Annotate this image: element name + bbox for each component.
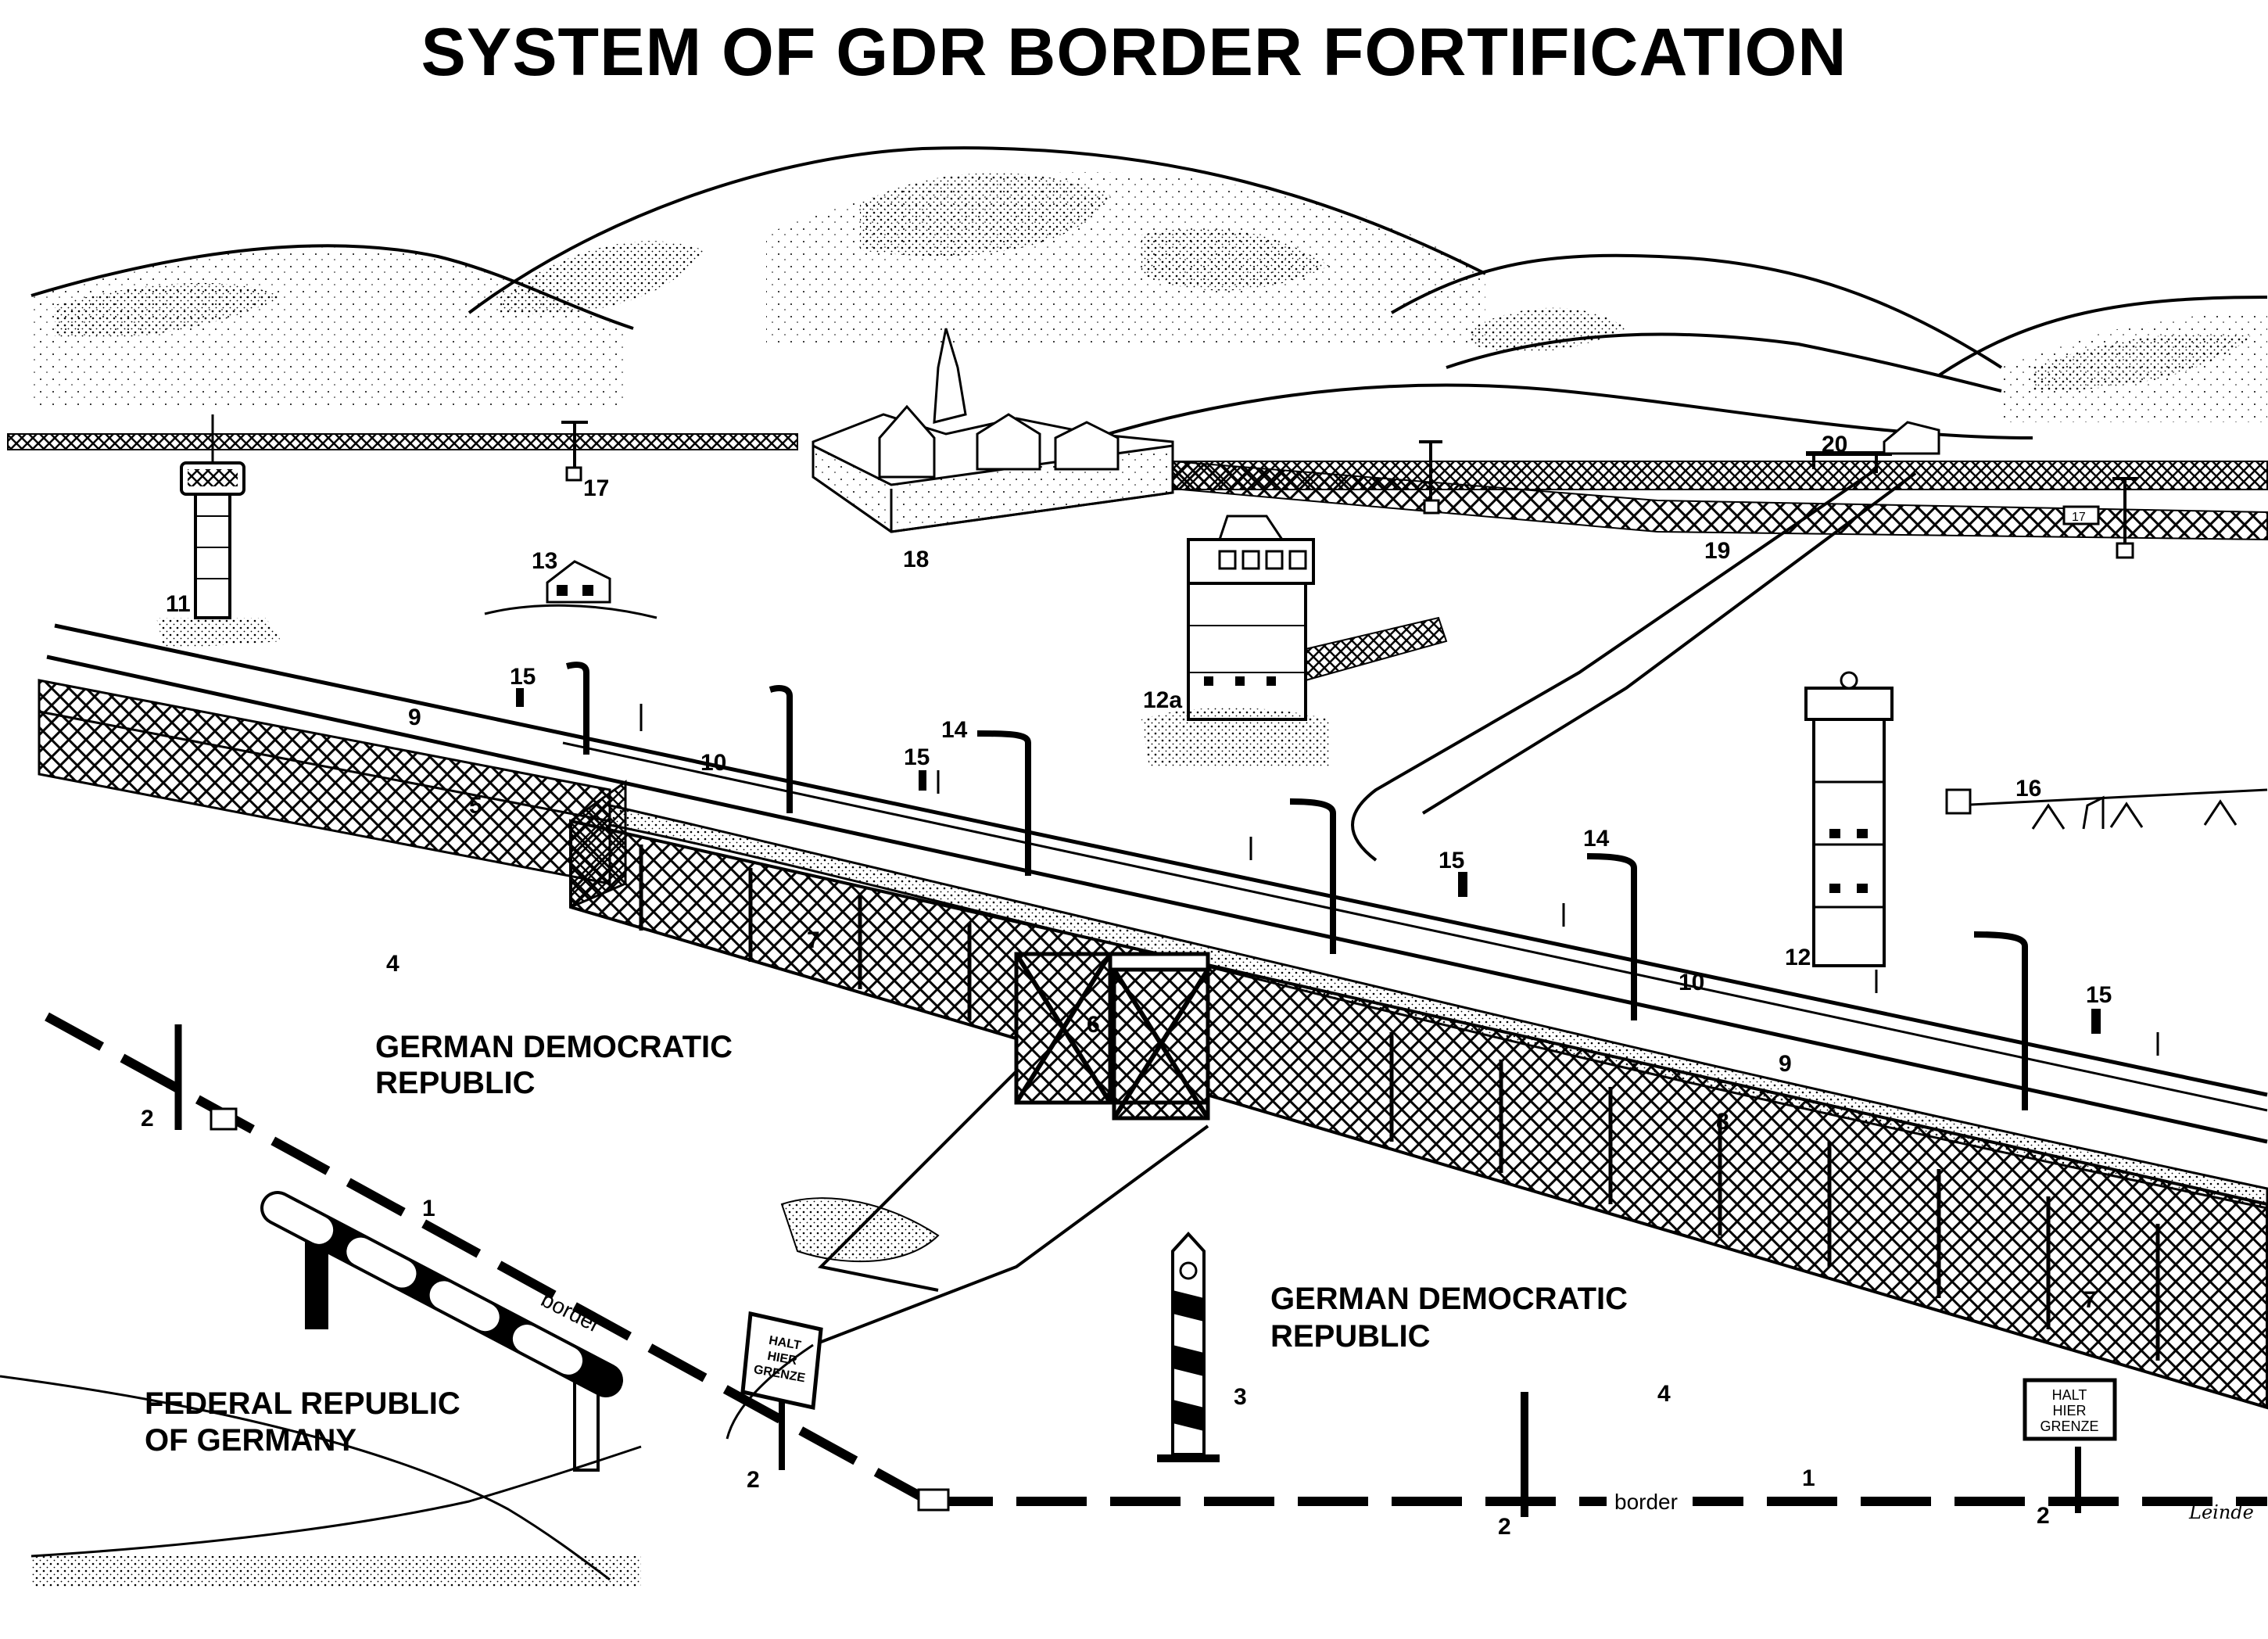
sign-left-line2: HIER xyxy=(766,1350,798,1368)
label-1b: 1 xyxy=(1802,1465,1815,1491)
label-1a: 1 xyxy=(422,1196,435,1221)
halt-sign-right xyxy=(2023,1378,2117,1513)
label-20: 20 xyxy=(1822,432,1847,457)
label-2d: 2 xyxy=(2037,1503,2050,1529)
region-gdr-upper-line1: GERMAN DEMOCRATIC xyxy=(375,1030,733,1064)
sign-right-line3: GRENZE xyxy=(2040,1418,2098,1434)
label-18: 18 xyxy=(903,547,929,572)
sign-left-line1: HALT xyxy=(768,1334,802,1353)
label-12a: 12a xyxy=(1143,687,1182,713)
terrain-lines xyxy=(0,1343,814,1587)
signal-device-17-left xyxy=(561,421,588,482)
border-word-left: border xyxy=(537,1287,604,1337)
border-word-right: border xyxy=(1614,1490,1678,1514)
label-5: 5 xyxy=(469,793,482,819)
label-15c: 15 xyxy=(1439,848,1464,873)
region-gdr-upper-line2: REPUBLIC xyxy=(375,1066,535,1100)
patrol-road xyxy=(46,623,2268,1144)
label-9b: 9 xyxy=(1779,1051,1792,1077)
sign-17-plate: 17 xyxy=(2072,511,2086,524)
label-4b: 4 xyxy=(1657,1381,1671,1407)
page-title: SYSTEM OF GDR BORDER FORTIFICATION xyxy=(421,15,1847,90)
border-line xyxy=(45,1012,2267,1512)
boundary-posts xyxy=(174,1024,1528,1517)
label-10b: 10 xyxy=(1679,970,1704,995)
access-road xyxy=(1351,468,1917,862)
lamps xyxy=(565,662,2028,1110)
region-frg-line2: OF GERMANY xyxy=(145,1423,357,1458)
watchtower-11 xyxy=(156,414,281,649)
label-7b: 7 xyxy=(2083,1287,2097,1313)
hills-background xyxy=(30,146,2268,439)
label-10a: 10 xyxy=(700,750,726,776)
contact-posts xyxy=(516,688,2101,1034)
region-frg-line1: FEDERAL REPUBLIC xyxy=(145,1386,460,1421)
sign-right-line1: HALT xyxy=(2052,1387,2087,1403)
label-2a: 2 xyxy=(141,1106,154,1132)
label-3: 3 xyxy=(1234,1384,1247,1410)
label-6: 6 xyxy=(1087,1012,1100,1038)
label-12: 12 xyxy=(1785,945,1811,970)
region-gdr-lower-line2: REPUBLIC xyxy=(1270,1319,1430,1354)
bunker-13 xyxy=(484,560,657,619)
region-gdr-lower-line1: GERMAN DEMOCRATIC xyxy=(1270,1282,1628,1316)
label-14b: 14 xyxy=(1583,826,1610,852)
frg-barrier xyxy=(260,1191,623,1472)
signal-device-17-middle xyxy=(1419,440,1442,515)
label-2b: 2 xyxy=(747,1467,760,1493)
label-14a: 14 xyxy=(941,717,968,743)
label-16: 16 xyxy=(2015,776,2041,802)
hinterland-fence xyxy=(7,433,2268,541)
watchtower-12 xyxy=(1804,671,1894,967)
vehicle-ditch xyxy=(608,804,2268,1210)
signal-device-17-right xyxy=(2062,477,2137,559)
label-7a: 7 xyxy=(807,927,820,953)
label-2c: 2 xyxy=(1498,1514,1511,1540)
checkpoint-20 xyxy=(1806,421,1940,473)
fence-gate-6 xyxy=(1014,952,1210,1121)
gdr-border-post-3 xyxy=(1157,1232,1220,1462)
label-4a: 4 xyxy=(386,951,399,977)
signal-fence-left xyxy=(38,679,611,885)
dog-run-16 xyxy=(1945,788,2268,830)
label-11: 11 xyxy=(166,591,191,617)
label-13: 13 xyxy=(532,548,557,574)
watchtower-12a xyxy=(1141,515,1448,766)
label-15d: 15 xyxy=(2086,982,2112,1008)
label-15b: 15 xyxy=(904,744,930,770)
label-8: 8 xyxy=(1716,1109,1729,1135)
label-19: 19 xyxy=(1704,538,1730,564)
village xyxy=(812,328,1174,533)
label-9a: 9 xyxy=(408,705,421,730)
label-15a: 15 xyxy=(510,664,536,690)
artist-signature: Leinde xyxy=(2188,1501,2254,1523)
label-17: 17 xyxy=(583,475,609,501)
sign-right-line2: HIER xyxy=(2052,1403,2086,1418)
